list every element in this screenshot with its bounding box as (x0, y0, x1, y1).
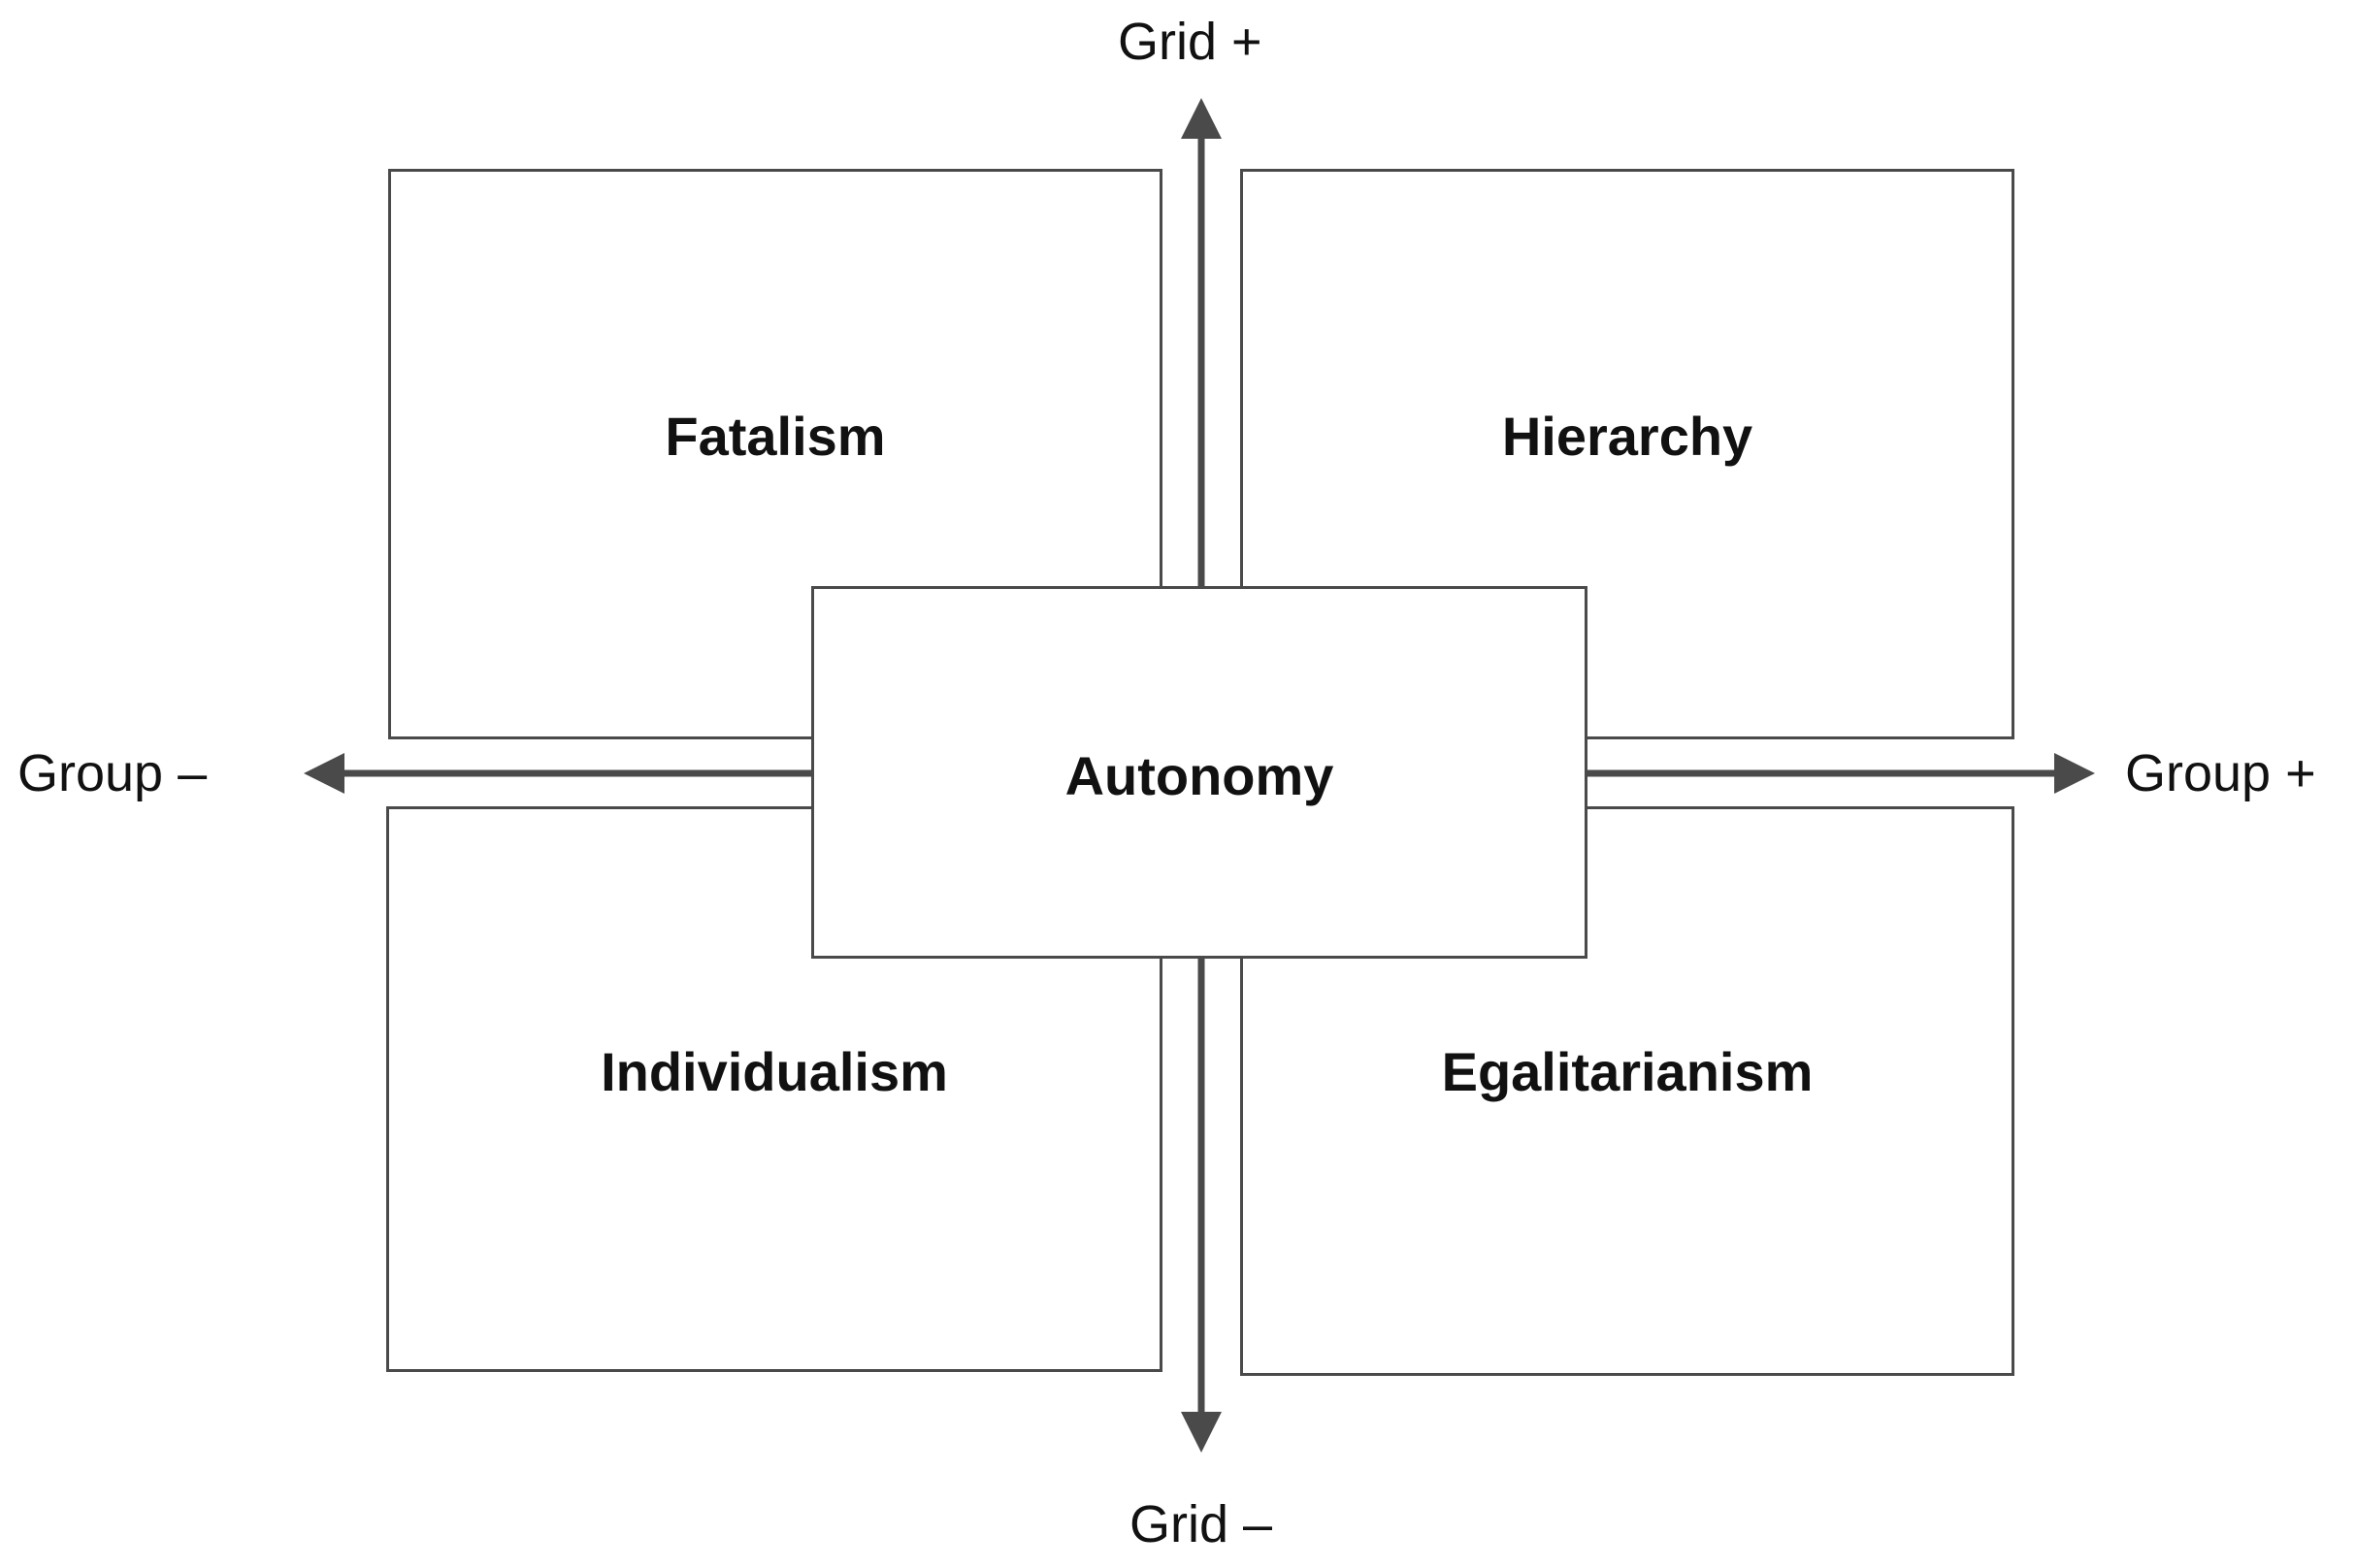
grid-plus-label: Grid + (1118, 13, 1262, 71)
fatalism-label: Fatalism (665, 406, 886, 467)
individualism-quadrant: Individualism (386, 806, 1162, 1372)
egalitarianism-label: Egalitarianism (1441, 1041, 1814, 1102)
autonomy-center-box: Autonomy (811, 586, 1587, 959)
fatalism-quadrant: Fatalism (388, 169, 1162, 739)
grid-minus-label: Grid – (1129, 1495, 1273, 1553)
group-plus-label: Group + (2125, 744, 2316, 802)
group-minus-label: Group – (17, 744, 208, 802)
autonomy-label: Autonomy (1064, 745, 1334, 806)
individualism-label: Individualism (601, 1041, 948, 1102)
hierarchy-label: Hierarchy (1501, 406, 1753, 467)
